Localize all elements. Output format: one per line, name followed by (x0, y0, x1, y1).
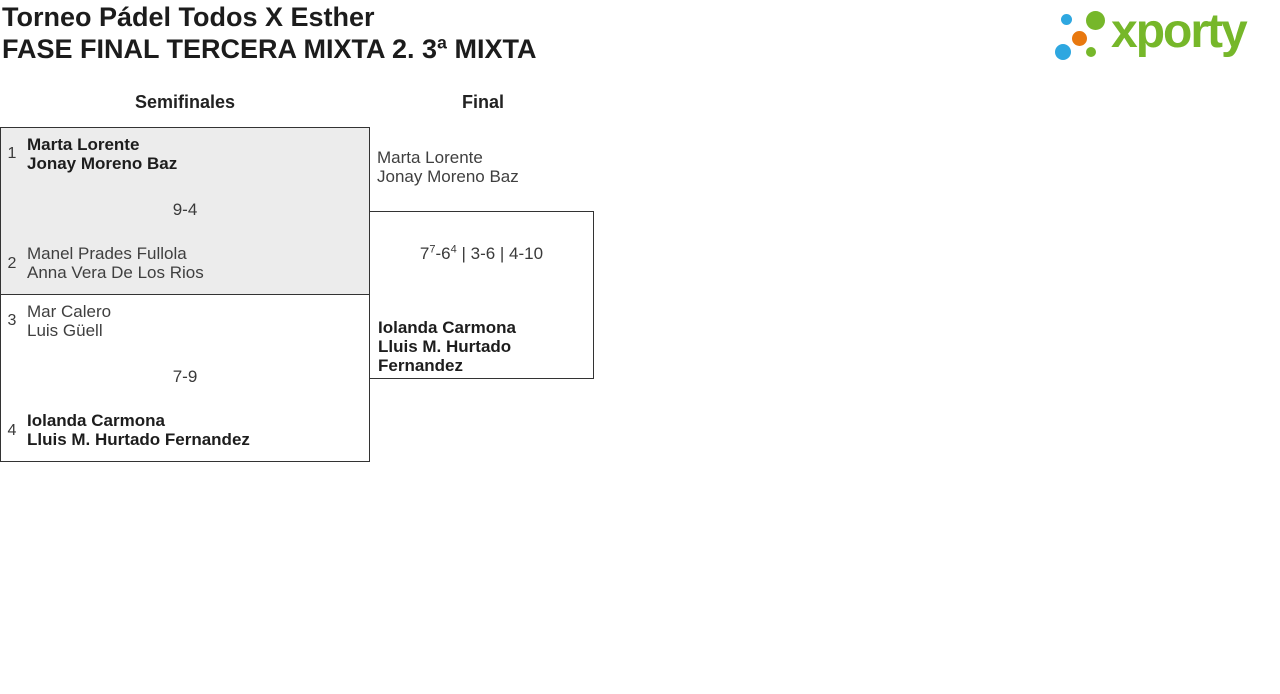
match-score: 9-4 (172, 200, 198, 219)
seed-number: 4 (7, 422, 17, 439)
team-pair: Iolanda Carmona Lluis M. Hurtado Fernand… (378, 318, 593, 375)
round-header-semifinales: Semifinales (134, 92, 236, 112)
xporty-wordmark: xporty (1111, 5, 1248, 58)
logo-dot-orange-icon (1072, 31, 1087, 46)
player-name: Anna Vera De Los Rios (27, 263, 204, 282)
player-name: Luis Güell (27, 321, 103, 340)
player-name: Iolanda Carmona (27, 411, 165, 430)
seed-number: 3 (7, 312, 17, 329)
header: Torneo Pádel Todos X Esther FASE FINAL T… (2, 1, 537, 65)
xporty-logo[interactable]: xporty (1045, 0, 1280, 75)
player-name: Lluis M. Hurtado Fernandez (378, 337, 512, 375)
logo-dot-green-large-icon (1086, 11, 1105, 30)
logo-dot-blue-small-icon (1061, 14, 1072, 25)
player-name: Mar Calero (27, 302, 112, 321)
match-semifinal-1[interactable]: 1 Marta Lorente Jonay Moreno Baz 9-4 2 M… (0, 127, 370, 295)
player-name: Iolanda Carmona (378, 318, 516, 337)
player-name: Marta Lorente (377, 148, 483, 167)
tiebreak-score: 7 (429, 243, 436, 256)
team-pair: Marta Lorente Jonay Moreno Baz (27, 135, 177, 173)
seed-number: 1 (7, 145, 17, 162)
logo-dot-blue-large-icon (1055, 44, 1071, 60)
player-name: Jonay Moreno Baz (27, 154, 178, 173)
player-name: Marta Lorente (27, 135, 140, 154)
team-pair: Marta Lorente Jonay Moreno Baz (377, 148, 519, 186)
player-name: Jonay Moreno Baz (377, 167, 519, 186)
seed-number: 2 (7, 255, 17, 272)
logo-dot-green-small-icon (1086, 47, 1096, 57)
tiebreak-score: 4 (450, 243, 457, 256)
page-title: Torneo Pádel Todos X Esther (2, 2, 375, 32)
player-name: Lluis M. Hurtado Fernandez (27, 430, 250, 449)
page-subtitle: FASE FINAL TERCERA MIXTA 2. 3ª MIXTA (2, 34, 537, 64)
player-name: Manel Prades Fullola (27, 244, 187, 263)
team-pair: Mar Calero Luis Güell (27, 302, 111, 340)
match-semifinal-2[interactable]: 3 Mar Calero Luis Güell 7-9 4 Iolanda Ca… (0, 294, 370, 462)
round-header-final: Final (461, 92, 504, 112)
match-score: 77-64 | 3-6 | 4-10 (419, 243, 544, 263)
match-final[interactable]: 77-64 | 3-6 | 4-10 Iolanda Carmona Lluis… (369, 211, 594, 379)
match-score: 7-9 (172, 367, 198, 386)
team-pair: Iolanda Carmona Lluis M. Hurtado Fernand… (27, 411, 250, 449)
team-pair: Manel Prades Fullola Anna Vera De Los Ri… (27, 244, 204, 282)
